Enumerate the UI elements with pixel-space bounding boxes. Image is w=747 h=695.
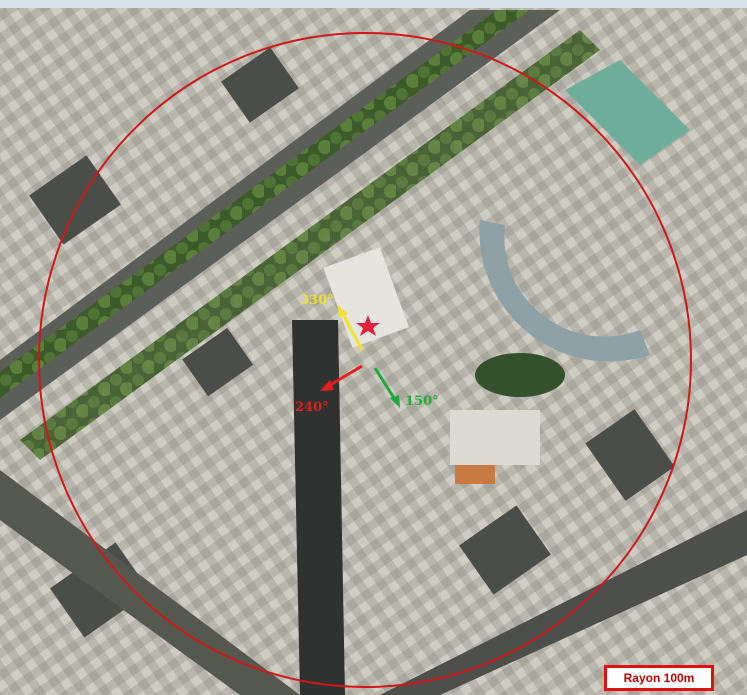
arrow-150	[373, 367, 396, 399]
direction-label-150: 150°	[405, 394, 439, 409]
garden	[475, 353, 565, 397]
tree-row-south	[20, 30, 600, 460]
star-icon	[356, 315, 380, 336]
arrow-330	[342, 315, 364, 351]
arrow-150-head	[390, 395, 400, 408]
target-building	[323, 247, 409, 348]
curved-building	[479, 220, 650, 362]
lower-street	[380, 510, 747, 695]
scale-label: Rayon 100m	[623, 671, 695, 685]
direction-label-240: 240°	[295, 400, 329, 415]
radius-circle	[38, 32, 692, 688]
scale-legend: Rayon 100m	[604, 665, 714, 691]
arrow-330-head	[338, 305, 348, 318]
vertical-street	[292, 320, 345, 695]
bright-building	[450, 410, 540, 465]
window-top-strip	[0, 0, 747, 8]
left-street	[0, 470, 300, 695]
arrow-240	[329, 364, 363, 387]
tree-row	[0, 10, 530, 398]
boulevard	[0, 10, 560, 420]
arrow-240-head	[320, 380, 334, 391]
terrace	[455, 462, 495, 484]
green-roof-building	[565, 60, 690, 165]
direction-label-330: 330°	[300, 293, 334, 308]
